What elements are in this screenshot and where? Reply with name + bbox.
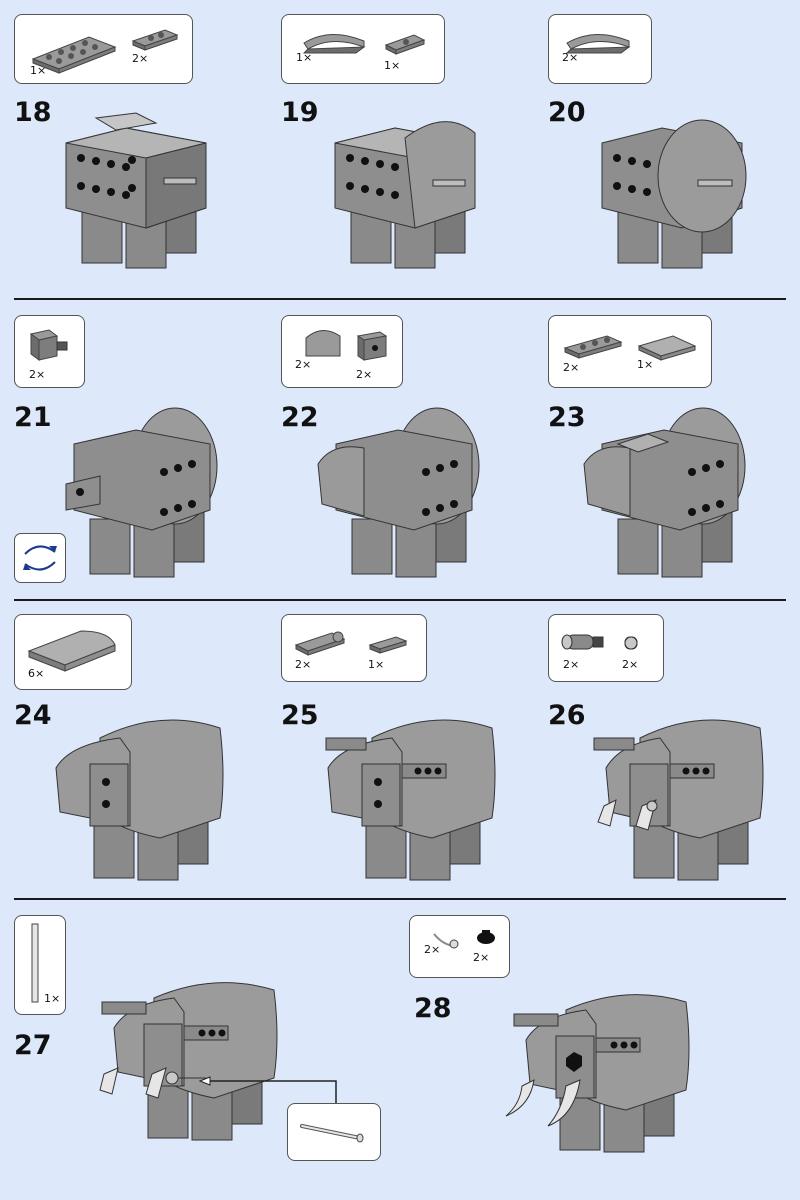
part-curved-slope-icon [565, 33, 631, 54]
parts-list-step-19: 1× 1× [281, 14, 445, 84]
model-step-28-image [505, 994, 690, 1153]
part-qty: 1× [637, 358, 654, 371]
model-step-25-image [325, 719, 496, 881]
sub-assembly-callout [287, 1103, 381, 1161]
part-qty: 2× [132, 52, 149, 65]
part-curved-brick-icon [305, 330, 388, 361]
part-qty: 2× [295, 658, 312, 671]
parts-list-step-24: 6× [14, 614, 132, 690]
model-step-26-image [593, 719, 764, 881]
rotate-model-icon [23, 545, 57, 571]
parts-list-step-18: 1× 2× [14, 14, 193, 84]
part-qty: 1× [44, 992, 61, 1005]
part-qty: 1× [384, 59, 401, 72]
part-qty: 1× [30, 64, 47, 77]
part-tusk-and-round-plate-icon [433, 930, 495, 949]
parts-list-step-26: 2× 2× [548, 614, 664, 682]
part-qty: 2× [29, 368, 46, 381]
model-step-19-image [334, 121, 476, 269]
step-number: 19 [281, 97, 319, 128]
section-divider [14, 898, 786, 900]
step-number: 18 [14, 97, 52, 128]
step-number: 21 [14, 402, 52, 433]
model-step-22-image [317, 407, 480, 578]
section-divider [14, 298, 786, 300]
parts-list-step-25: 2× 1× [281, 614, 427, 682]
parts-list-step-20: 2× [548, 14, 652, 84]
part-qty: 2× [622, 658, 639, 671]
part-qty: 2× [424, 943, 441, 956]
model-step-21-image [65, 407, 218, 578]
part-axle-icon [31, 923, 39, 1003]
step-number: 25 [281, 700, 319, 731]
model-step-20-image [601, 119, 747, 269]
parts-list-step-23: 2× 1× [548, 315, 712, 388]
step-number: 20 [548, 97, 586, 128]
part-qty: 2× [295, 358, 312, 371]
part-axle-icon [300, 1124, 364, 1143]
part-pin-connector-icon [561, 634, 638, 650]
step-number: 27 [14, 1030, 52, 1061]
part-qty: 2× [473, 951, 490, 964]
rotate-model-callout [14, 533, 66, 583]
part-qty: 2× [563, 658, 580, 671]
part-qty: 6× [28, 667, 45, 680]
part-curved-slope-icon [27, 630, 116, 672]
step-number: 28 [414, 993, 452, 1024]
model-step-23-image [583, 407, 746, 578]
parts-list-step-27: 1× [14, 915, 66, 1015]
parts-list-step-28: 2× 2× [409, 915, 510, 978]
part-qty: 2× [562, 51, 579, 64]
part-plate-2x6-icon [31, 29, 179, 74]
part-brick-with-clip-icon [29, 329, 68, 361]
part-curved-slope-icon [302, 33, 426, 55]
step-number: 26 [548, 700, 586, 731]
model-step-18-image [65, 112, 207, 269]
model-step-27-image [99, 982, 278, 1141]
parts-list-step-22: 2× 2× [281, 315, 403, 388]
part-qty: 1× [296, 51, 313, 64]
step-number: 22 [281, 402, 319, 433]
step-number: 24 [14, 700, 52, 731]
part-plate-and-tile-icon [563, 335, 697, 361]
section-divider [14, 599, 786, 601]
part-plate-with-pin-hole-icon [294, 631, 408, 656]
part-qty: 2× [356, 368, 373, 381]
part-qty: 1× [368, 658, 385, 671]
step-number: 23 [548, 402, 586, 433]
parts-list-step-21: 2× [14, 315, 85, 388]
part-qty: 2× [563, 361, 580, 374]
model-step-24-image [55, 719, 224, 881]
